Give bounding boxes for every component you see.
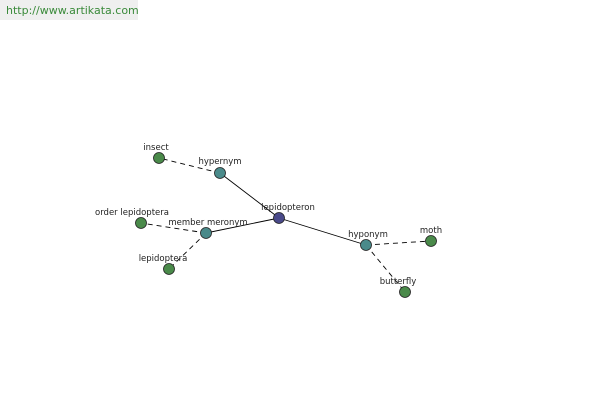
graph-edges bbox=[140, 157, 432, 293]
edge-lepidopteron-hyponym bbox=[278, 217, 367, 246]
node-label-hyponym: hyponym bbox=[348, 230, 388, 240]
node-order-lepidoptera[interactable] bbox=[135, 217, 147, 229]
node-member-meronym[interactable] bbox=[200, 227, 212, 239]
edge-hypernym-insect bbox=[158, 157, 221, 174]
node-butterfly[interactable] bbox=[399, 286, 411, 298]
node-moth[interactable] bbox=[425, 235, 437, 247]
node-label-moth: moth bbox=[420, 226, 442, 236]
edge-lepidopteron-member_meronym bbox=[205, 217, 280, 234]
banner: http://www.artikata.com bbox=[0, 0, 139, 20]
node-label-lepidoptera: lepidoptera bbox=[139, 254, 188, 264]
node-label-butterfly: butterfly bbox=[380, 277, 417, 287]
edge-hyponym-butterfly bbox=[365, 244, 406, 293]
node-hypernym[interactable] bbox=[214, 167, 226, 179]
node-label-order-lepidoptera: order lepidoptera bbox=[95, 208, 169, 218]
node-label-insect: insect bbox=[143, 143, 169, 153]
edge-lepidopteron-hypernym bbox=[219, 172, 280, 219]
node-lepidopteron[interactable] bbox=[273, 212, 285, 224]
graph-nodes bbox=[135, 152, 437, 298]
node-label-member-meronym: member meronym bbox=[168, 218, 247, 228]
node-lepidoptera[interactable] bbox=[163, 263, 175, 275]
node-label-lepidopteron: lepidopteron bbox=[261, 203, 315, 213]
node-label-hypernym: hypernym bbox=[198, 157, 241, 167]
graph-labels: lepidopteron hypernym member meronym hypony… bbox=[95, 143, 442, 287]
banner-link[interactable]: http://www.artikata.com bbox=[6, 4, 139, 17]
edge-hyponym-moth bbox=[365, 240, 432, 246]
node-insect[interactable] bbox=[153, 152, 165, 164]
edge-member_meronym-order_lepidoptera bbox=[140, 222, 207, 234]
node-hyponym[interactable] bbox=[360, 239, 372, 251]
